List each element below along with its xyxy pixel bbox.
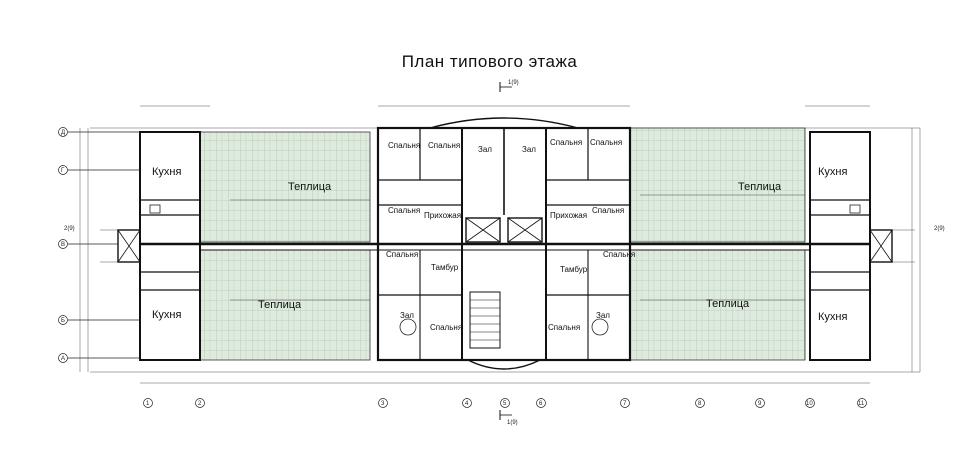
label-kitchen-lower-left: Кухня bbox=[152, 309, 181, 321]
label-bedroom-10: Спальня bbox=[548, 323, 580, 332]
axis-label-8: 8 bbox=[698, 401, 702, 407]
greenhouse-upper-left bbox=[199, 131, 371, 243]
label-greenhouse-upper-left: Теплица bbox=[288, 181, 332, 193]
axis-marker bbox=[695, 398, 705, 408]
side-mark-right: 2(9) bbox=[934, 226, 945, 232]
axis-labels-horizontal: Д Г В Б А bbox=[61, 130, 65, 362]
axis-marker bbox=[58, 165, 68, 175]
section-mark-top: 1(9) bbox=[508, 80, 519, 86]
axis-label-g: Г bbox=[61, 168, 65, 174]
axis-label-6: 6 bbox=[539, 401, 543, 407]
label-kitchen-upper-left: Кухня bbox=[152, 166, 181, 178]
label-anteroom-2: Прихожая bbox=[550, 211, 587, 220]
axis-label-11: 11 bbox=[858, 401, 865, 407]
axis-marker bbox=[143, 398, 153, 408]
label-hall-2: Зал bbox=[522, 145, 536, 154]
axis-marker bbox=[462, 398, 472, 408]
label-vestibule-1: Тамбур bbox=[431, 263, 459, 272]
label-vestibule-2: Тамбур bbox=[560, 265, 588, 274]
label-bedroom-7: Спальня bbox=[386, 250, 418, 259]
label-hall-1: Зал bbox=[478, 145, 492, 154]
axis-marker bbox=[58, 315, 68, 325]
label-kitchen-upper-right: Кухня bbox=[818, 166, 847, 178]
label-hall-3: Зал bbox=[400, 311, 414, 320]
axis-labels-vertical: 1 2 3 4 5 6 7 8 9 10 11 bbox=[146, 401, 865, 407]
axis-marker bbox=[755, 398, 765, 408]
label-bedroom-6: Спальня bbox=[592, 206, 624, 215]
axis-marker bbox=[58, 353, 68, 363]
fixtures bbox=[149, 204, 861, 336]
axis-label-a: А bbox=[61, 356, 65, 362]
label-greenhouse-upper-right: Теплица bbox=[738, 181, 782, 193]
label-bedroom-2: Спальня bbox=[428, 141, 460, 150]
page-title: План типового этажа bbox=[401, 52, 578, 71]
greenhouse-lower-right bbox=[629, 249, 806, 361]
label-bedroom-1: Спальня bbox=[388, 141, 420, 150]
section-mark-bottom: 1(9) bbox=[507, 420, 518, 426]
greenhouse-lower-left bbox=[199, 249, 371, 361]
axis-label-10: 10 bbox=[806, 401, 813, 407]
axes-horizontal bbox=[58, 127, 140, 363]
axis-label-v: В bbox=[61, 242, 65, 248]
axis-label-9: 9 bbox=[758, 401, 762, 407]
label-bedroom-8: Спальня bbox=[603, 250, 635, 259]
greenhouse-upper-right bbox=[629, 127, 806, 243]
axis-label-1: 1 bbox=[146, 401, 150, 407]
axis-label-b: Б bbox=[61, 318, 65, 324]
axis-marker bbox=[195, 398, 205, 408]
axis-label-3: 3 bbox=[381, 401, 385, 407]
axes-vertical bbox=[143, 398, 867, 408]
axis-label-2: 2 bbox=[198, 401, 202, 407]
axis-marker bbox=[857, 398, 867, 408]
label-bedroom-5: Спальня bbox=[388, 206, 420, 215]
section-marks: 1(9) 1(9) 2(9) 2(9) bbox=[64, 80, 945, 426]
room-labels: Кухня Кухня Кухня Кухня Теплица Теплица … bbox=[152, 138, 847, 332]
greenhouses bbox=[199, 127, 806, 361]
axis-label-d: Д bbox=[61, 130, 65, 136]
label-kitchen-lower-right: Кухня bbox=[818, 311, 847, 323]
axis-marker bbox=[500, 398, 510, 408]
axis-marker bbox=[805, 398, 815, 408]
walls bbox=[117, 117, 893, 370]
axis-label-4: 4 bbox=[465, 401, 469, 407]
glazing-bars bbox=[230, 194, 805, 301]
label-bedroom-3: Спальня bbox=[550, 138, 582, 147]
label-hall-4: Зал bbox=[596, 311, 610, 320]
label-anteroom-1: Прихожая bbox=[424, 211, 461, 220]
axis-label-5: 5 bbox=[503, 401, 507, 407]
axis-marker bbox=[536, 398, 546, 408]
label-greenhouse-lower-right: Теплица bbox=[706, 298, 750, 310]
axis-marker bbox=[620, 398, 630, 408]
label-bedroom-4: Спальня bbox=[590, 138, 622, 147]
axis-marker bbox=[378, 398, 388, 408]
side-mark-left: 2(9) bbox=[64, 226, 75, 232]
label-bedroom-9: Спальня bbox=[430, 323, 462, 332]
axis-marker bbox=[58, 127, 68, 137]
axis-label-7: 7 bbox=[623, 401, 627, 407]
label-greenhouse-lower-left: Теплица bbox=[258, 299, 302, 311]
axis-marker bbox=[58, 239, 68, 249]
